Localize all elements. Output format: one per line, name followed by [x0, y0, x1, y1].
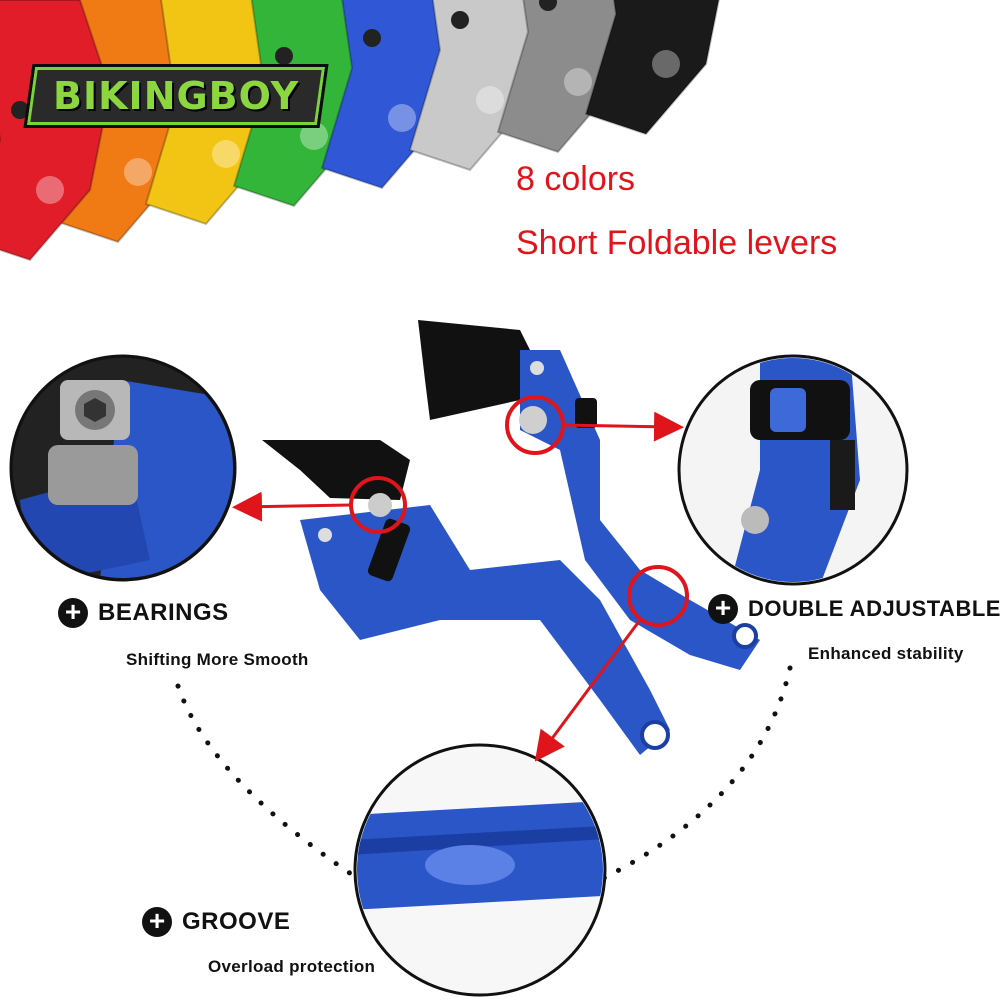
swatch-lever-6: [408, 0, 552, 172]
colors-count-text: 8 colors: [516, 160, 636, 198]
product-type-text: Short Foldable levers: [516, 224, 838, 262]
brand-logo-text: BIKINGBOY: [52, 74, 300, 118]
swatch-lever-8: [584, 0, 720, 136]
feature-bearings-subtitle: Shifting More Smooth: [126, 650, 309, 669]
bearings-detail-circle: [9, 354, 237, 582]
dotted-arc-left: [175, 683, 363, 883]
rear-lever: [418, 320, 760, 670]
feature-double-title: DOUBLE ADJUSTABLES: [748, 596, 1000, 621]
plus-circle-icon: +: [142, 907, 172, 937]
groove-detail-circle: [353, 743, 607, 997]
adjuster-detail-circle: [677, 354, 909, 586]
feature-double-subtitle: Enhanced stability: [808, 644, 964, 663]
plus-circle-icon: +: [708, 594, 738, 624]
plus-circle-icon: +: [58, 598, 88, 628]
swatch-lever-5: [320, 0, 464, 190]
feature-bearings: + BEARINGS: [58, 598, 229, 628]
bearing-highlight-ring: [349, 476, 407, 534]
groove-highlight-ring: [627, 565, 689, 627]
swatch-lever-7: [496, 0, 636, 154]
feature-bearings-title: BEARINGS: [98, 599, 229, 626]
feature-groove: + GROOVE: [142, 907, 290, 937]
feature-groove-title: GROOVE: [182, 908, 291, 935]
feature-groove-subtitle: Overload protection: [208, 957, 376, 976]
arrow-to-bearings: [232, 491, 351, 522]
arrow-to-groove: [534, 619, 642, 762]
brand-logo: BIKINGBOY: [23, 64, 329, 128]
front-lever: [262, 440, 670, 755]
arrow-to-adjuster: [562, 411, 684, 442]
feature-double-adjustables: + DOUBLE ADJUSTABLES: [708, 594, 1000, 624]
